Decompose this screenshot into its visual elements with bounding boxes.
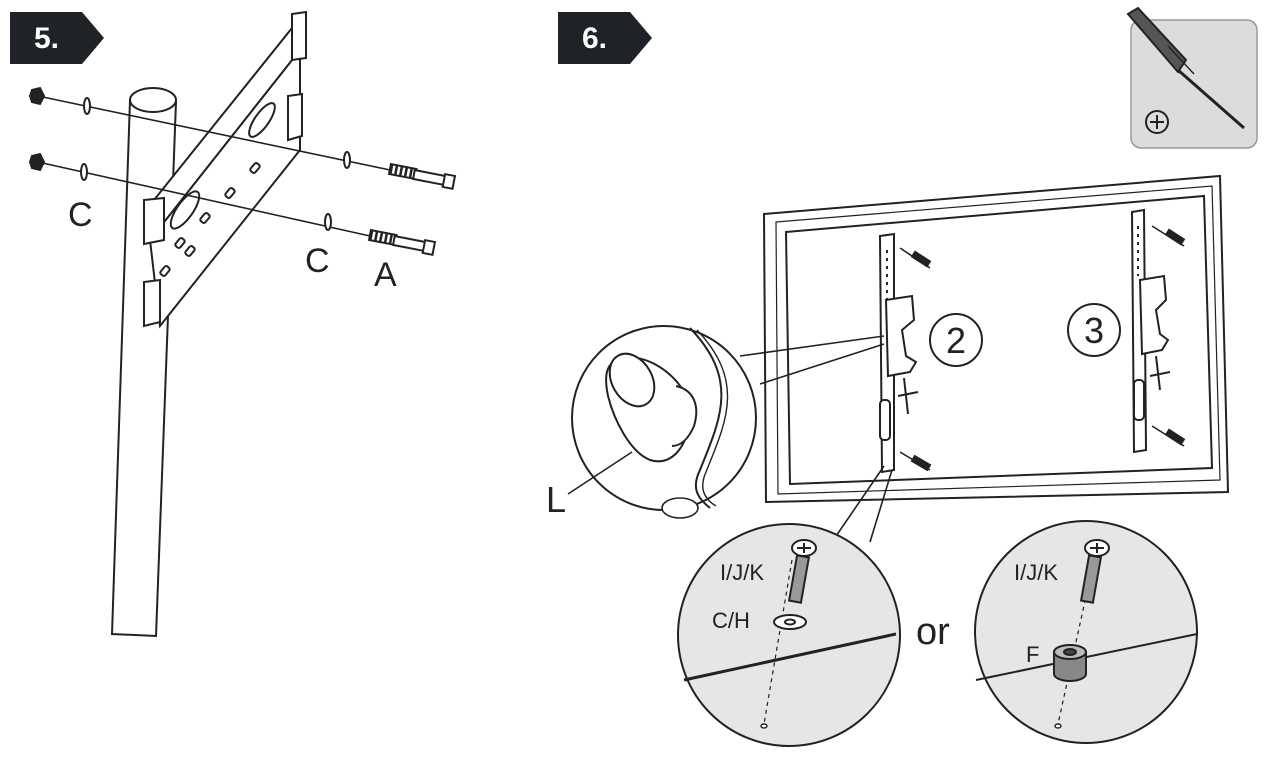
detail-circle-spacer: I/J/K F <box>974 520 1198 744</box>
lower-bolt-assembly <box>28 152 437 256</box>
zoom-detail-lock <box>567 325 885 519</box>
lock-label-l: L <box>546 479 566 520</box>
washer-label-c-right: C <box>305 242 330 280</box>
pole <box>110 87 178 638</box>
tool-panel <box>1126 6 1258 149</box>
bolt-label-ijk-right: I/J/K <box>1014 560 1058 585</box>
washer-label-ch: C/H <box>712 608 750 633</box>
bracket-2 <box>878 232 919 474</box>
step-5-illustration <box>28 10 457 638</box>
spacer-label-f: F <box>1026 642 1039 667</box>
callout-3-number: 3 <box>1084 310 1104 351</box>
bolt-label-ijk-left: I/J/K <box>720 560 764 585</box>
step-5-badge: 5. <box>10 12 104 64</box>
frame-screws <box>899 225 1186 472</box>
detail-pointer-line-b <box>869 469 893 543</box>
callout-2-number: 2 <box>946 320 966 361</box>
detail-pointer-line-a <box>831 465 885 543</box>
or-separator: or <box>916 611 950 653</box>
lock-knob <box>605 352 698 463</box>
phillips-screwdriver-icon <box>1126 6 1245 130</box>
bracket-3 <box>1130 208 1171 454</box>
mounting-plate <box>143 10 307 329</box>
washer-label-c-left: C <box>68 196 93 234</box>
callout-3: 3 <box>1067 303 1121 357</box>
spacer-icon <box>1053 644 1087 682</box>
bolt-icon-left <box>787 539 817 604</box>
callout-2: 2 <box>929 313 983 367</box>
bolt-label-a: A <box>374 256 397 294</box>
phillips-head-symbol <box>1145 110 1169 134</box>
detail-circle-washer: I/J/K C/H <box>677 523 901 747</box>
step-5-number: 5. <box>34 22 59 55</box>
washer-icon <box>773 614 807 630</box>
step-6-badge: 6. <box>558 12 652 64</box>
step-6-number: 6. <box>582 22 607 55</box>
upper-bolt-assembly <box>28 86 457 190</box>
bolt-icon-right <box>1079 539 1110 604</box>
